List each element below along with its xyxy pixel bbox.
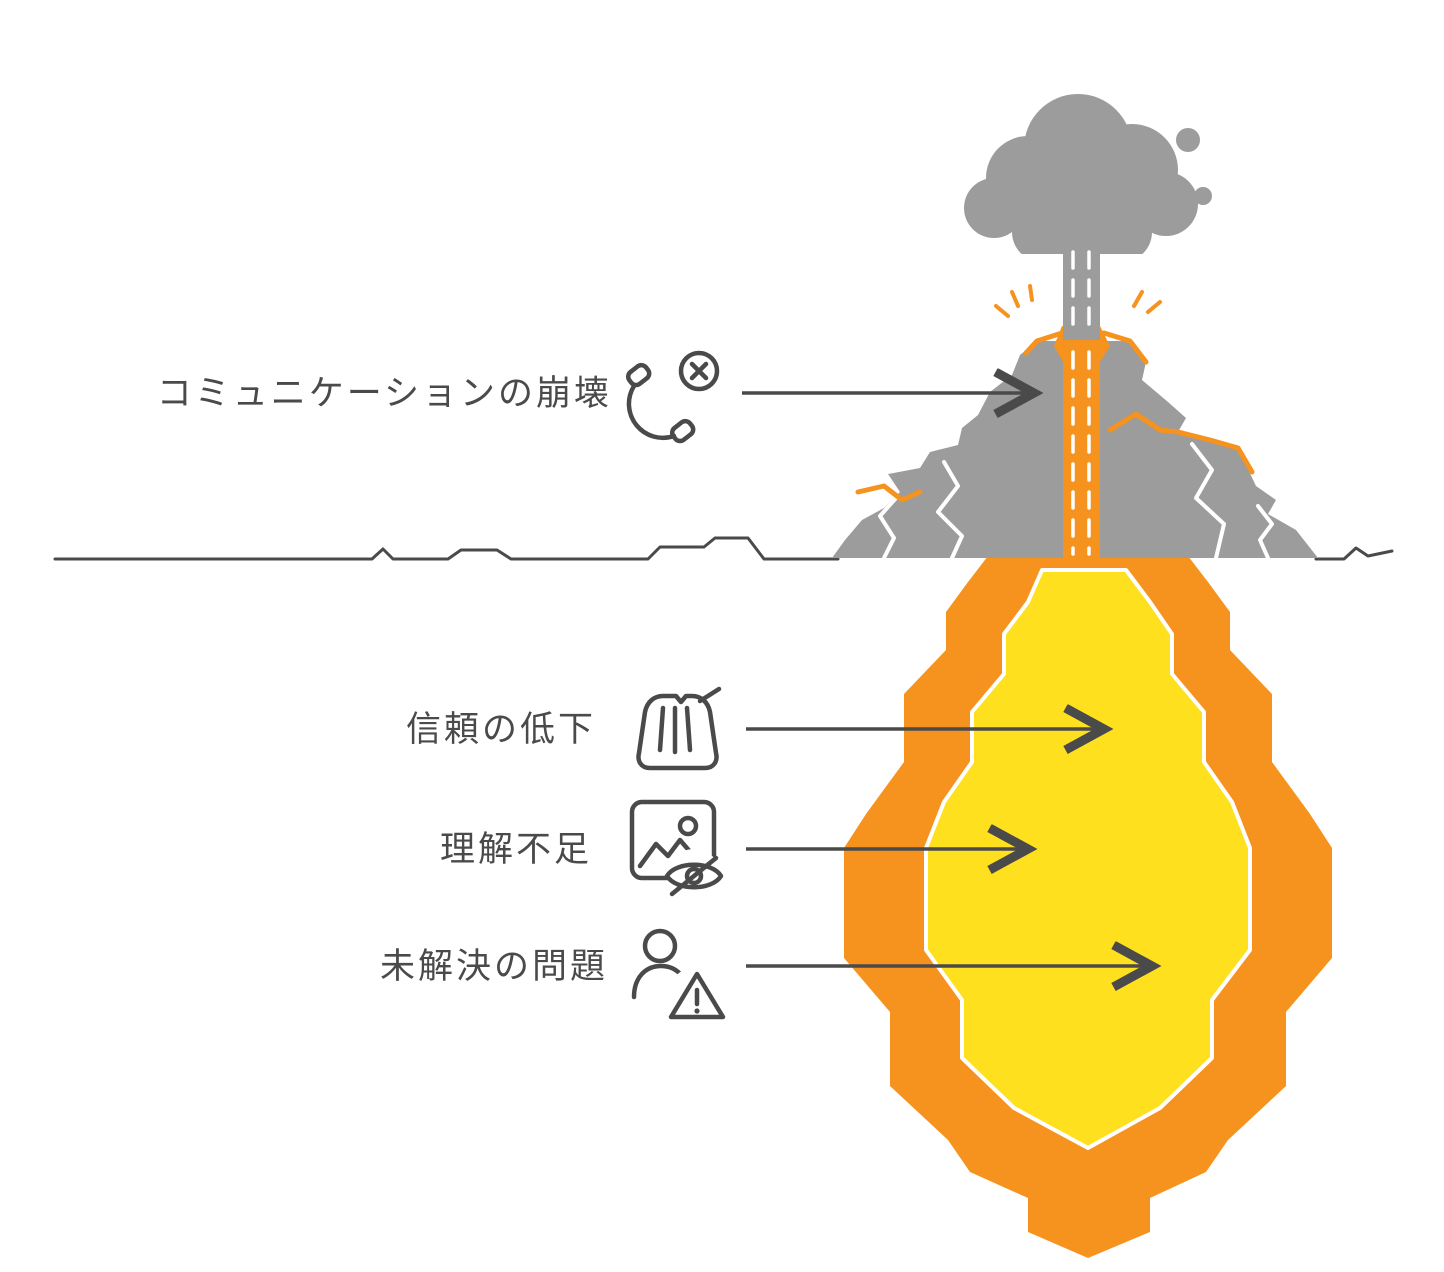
lava-channel xyxy=(1054,326,1110,560)
label-lack-of-understanding: 理解不足 xyxy=(440,830,592,869)
ground-line xyxy=(53,536,1394,561)
volcano-crack-right-2 xyxy=(1256,504,1274,560)
volcano-crack-left xyxy=(936,460,964,560)
label-unresolved-problems: 未解決の問題 xyxy=(380,947,608,986)
eruption-sparks xyxy=(994,284,1162,318)
phone-x-icon xyxy=(625,350,720,444)
image-hidden-icon xyxy=(629,799,724,903)
lava-accents xyxy=(855,330,1255,503)
smoke-cloud xyxy=(948,94,1222,340)
lava-channel-body xyxy=(1054,326,1110,560)
pointer-arrows xyxy=(742,393,1152,966)
label-communication-breakdown: コミュニケーションの崩壊 xyxy=(157,374,612,413)
person-warning-icon xyxy=(631,928,727,1027)
labels: コミュニケーションの崩壊 信頼の低下 理解不足 未解決の問題 xyxy=(157,374,612,986)
volcano-crack-right xyxy=(1190,442,1226,560)
volcano-crack-foothill xyxy=(878,496,898,560)
label-trust-decline: 信頼の低下 xyxy=(406,710,596,749)
waterfall-icon xyxy=(636,686,722,771)
magma-chamber-inner xyxy=(924,568,1252,1150)
